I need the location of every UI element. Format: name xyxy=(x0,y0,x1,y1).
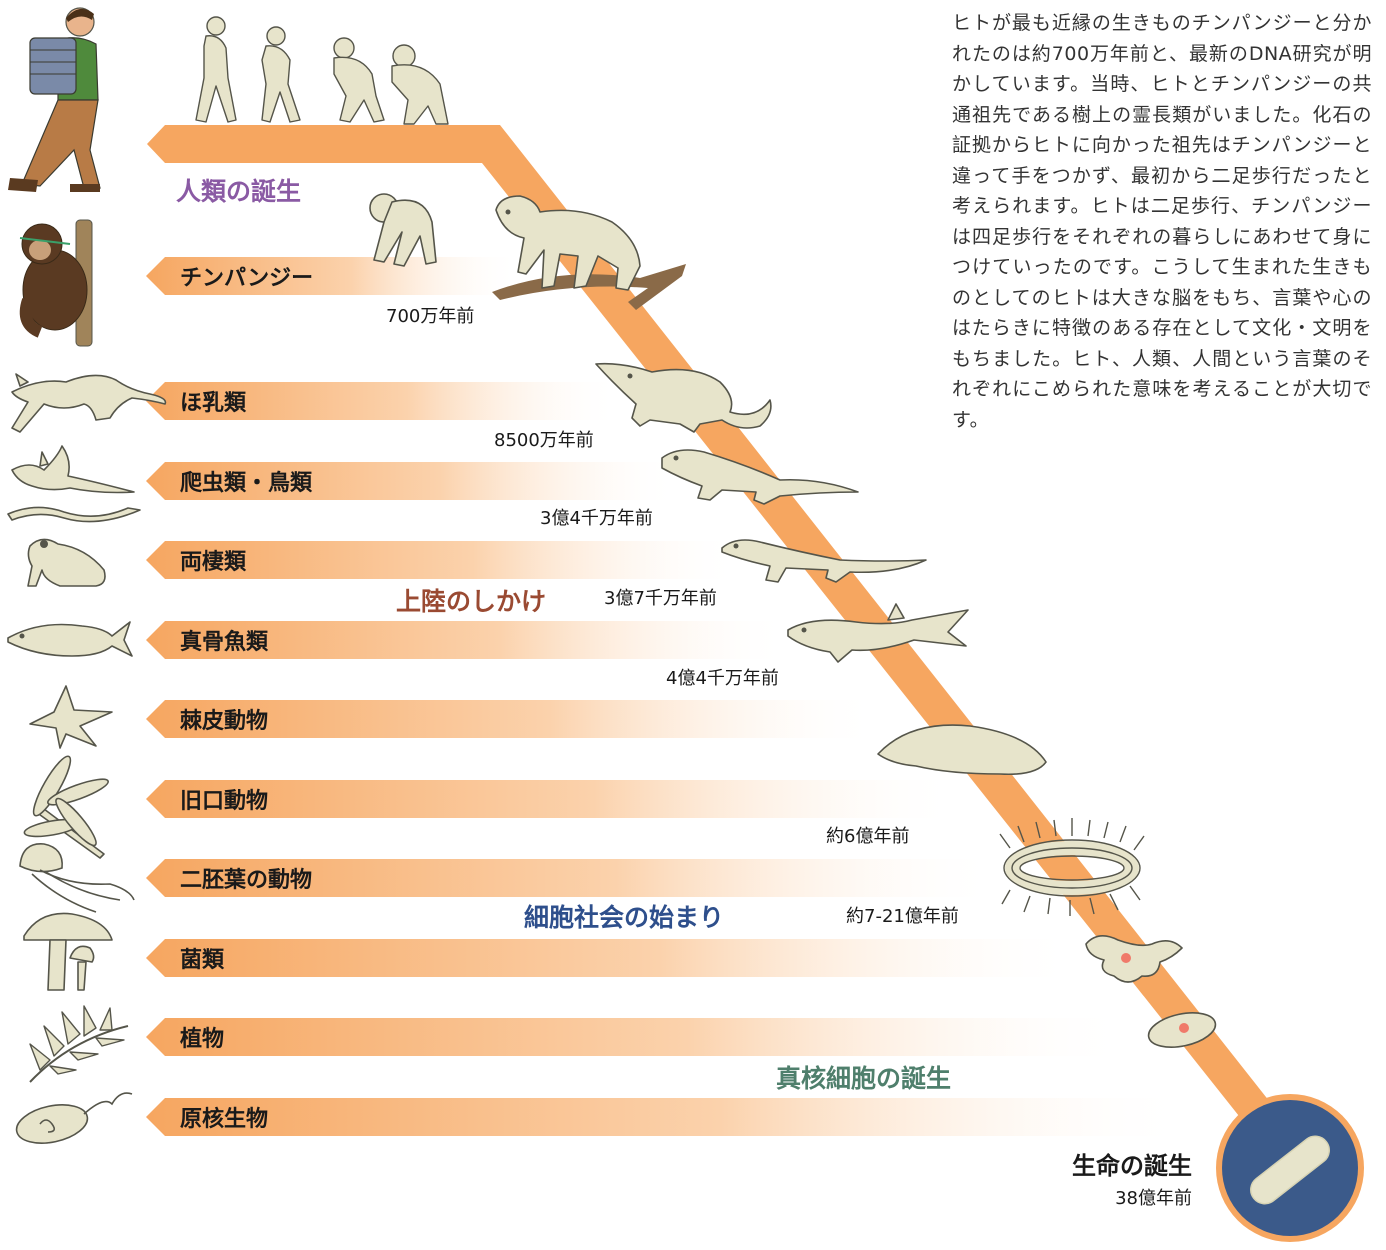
human-origin-label: 人類の誕生 xyxy=(176,177,301,206)
time-label-diploblasts: 約7-21億年前 xyxy=(846,906,959,927)
ape-stooped-icon xyxy=(333,37,385,123)
human-icon xyxy=(8,7,101,192)
branch-bar-chimpanzee xyxy=(146,257,520,295)
branch-labels: チンパンジー ほ乳類 爬虫類・鳥類 両棲類 真骨魚類 棘皮動物 旧口動物 二胚葉… xyxy=(180,266,313,1132)
chimp-knuckle-walk-icon xyxy=(369,193,437,267)
early-amphibian-icon xyxy=(721,539,927,583)
branch-bar-protostomes xyxy=(146,780,960,818)
branch-bars xyxy=(146,257,1190,1136)
time-label-mammals: 8500万年前 xyxy=(494,430,594,451)
branch-bar-diploblasts xyxy=(146,859,1000,897)
first-cell-icon xyxy=(1250,1135,1330,1205)
primate-on-branch-icon xyxy=(495,195,641,291)
branch-bar-mammals xyxy=(146,382,620,420)
origin-sphere xyxy=(1216,1094,1364,1242)
time-label-protostomes: 約6億年前 xyxy=(826,826,909,847)
branch-bar-plants xyxy=(146,1018,1130,1056)
worm-colony-icon xyxy=(999,818,1145,916)
ape-upright-icon xyxy=(195,16,237,123)
life-origin-label: 生命の誕生 xyxy=(1072,1152,1192,1180)
description-text: ヒトが最も近縁の生きものチンパンジーと分かれたのは約700万年前と、最新のDNA… xyxy=(952,12,1372,431)
lobe-finned-fish-icon xyxy=(787,603,969,663)
time-labels: 700万年前 8500万年前 3億4千万年前 3億7千万年前 4億4千万年前 約… xyxy=(386,306,959,927)
starfish-icon xyxy=(29,685,113,749)
branch-label-plants: 植物 xyxy=(180,1026,224,1052)
branch-label-prokaryotes: 原核生物 xyxy=(180,1106,268,1132)
shrew-icon xyxy=(595,362,772,433)
dragonfly-icon xyxy=(23,755,109,859)
early-reptile-icon xyxy=(661,449,859,505)
branch-bar-teleosts xyxy=(146,621,790,659)
eukaryotic-cell-icon xyxy=(1147,1012,1217,1048)
ape-crouched-icon xyxy=(391,44,449,125)
bird-snake-icon xyxy=(7,445,141,523)
frog-icon xyxy=(27,538,106,587)
branch-label-mammals: ほ乳類 xyxy=(180,390,247,416)
cat-icon xyxy=(11,373,167,433)
bacterium-icon xyxy=(15,1092,133,1144)
ape-semi-upright-icon xyxy=(261,26,301,123)
chimpanzee-icon xyxy=(19,219,93,347)
amoeba-icon xyxy=(1085,935,1183,983)
branch-label-teleosts: 真骨魚類 xyxy=(180,629,269,655)
fern-icon xyxy=(29,1005,129,1083)
life-origin-time: 38億年前 xyxy=(1115,1188,1192,1209)
branch-bar-fungi xyxy=(146,939,1080,977)
flatworm-icon xyxy=(877,724,1047,776)
branch-bar-reptiles-birds xyxy=(146,462,680,500)
landing-mechanism-label: 上陸のしかけ xyxy=(396,587,546,616)
mushroom-icon xyxy=(23,912,113,991)
branch-label-fungi: 菌類 xyxy=(180,948,225,973)
eukaryote-origin-label: 真核細胞の誕生 xyxy=(776,1064,951,1093)
branch-label-amphibians: 両棲類 xyxy=(180,549,247,575)
time-label-amphibians: 3億7千万年前 xyxy=(604,588,717,609)
tree-branch-icon xyxy=(492,264,686,310)
branch-bar-echinoderms xyxy=(146,700,880,738)
branch-label-reptiles-birds: 爬虫類・鳥類 xyxy=(180,470,313,496)
time-label-reptiles-birds: 3億4千万年前 xyxy=(540,508,653,529)
milestone-labels: 人類の誕生 上陸のしかけ 細胞社会の始まり 真核細胞の誕生 xyxy=(176,177,951,1093)
time-label-chimpanzee: 700万年前 xyxy=(386,306,474,327)
branch-label-echinoderms: 棘皮動物 xyxy=(180,708,268,734)
branch-bar-prokaryotes xyxy=(146,1098,1190,1136)
ape-silhouettes xyxy=(195,16,449,125)
branch-label-protostomes: 旧口動物 xyxy=(180,788,268,814)
branch-label-chimpanzee: チンパンジー xyxy=(180,266,313,291)
fish-icon xyxy=(7,621,133,657)
jellyfish-icon xyxy=(19,843,135,913)
cell-society-label: 細胞社会の始まり xyxy=(524,903,724,932)
branch-bar-amphibians xyxy=(146,541,740,579)
branch-label-diploblasts: 二胚葉の動物 xyxy=(180,867,312,893)
time-label-teleosts: 4億4千万年前 xyxy=(666,668,779,689)
